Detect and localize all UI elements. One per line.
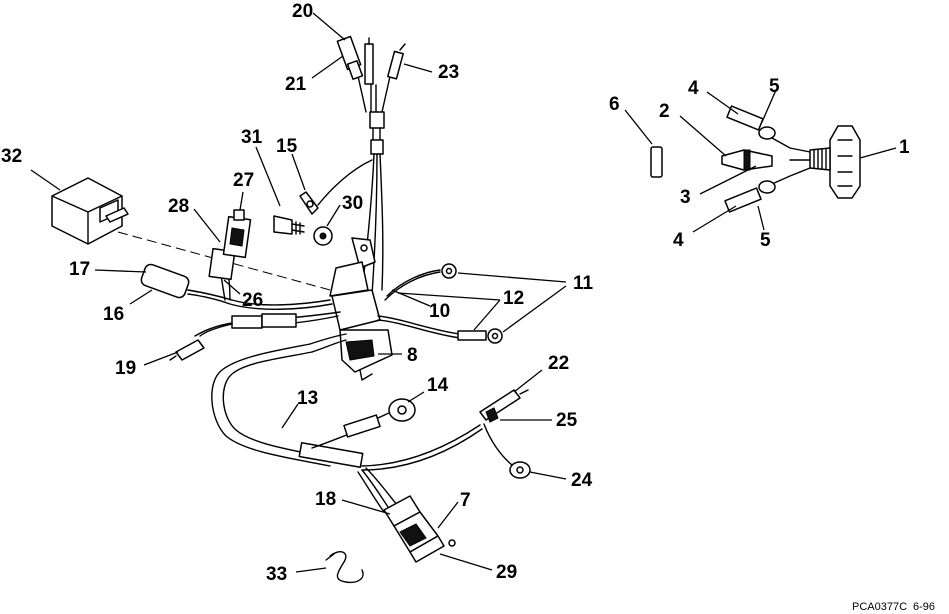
callout-labels: 1 2 3 4 4 5 5 6 7 8 10 11 12 13 14 15 16… xyxy=(1,1,910,585)
callout-18: 18 xyxy=(315,489,336,510)
callout-26: 26 xyxy=(242,290,263,311)
relay-32 xyxy=(51,177,129,245)
callout-16: 16 xyxy=(103,304,124,325)
callout-5-bottom: 5 xyxy=(760,230,771,251)
callout-4-top: 4 xyxy=(688,78,699,99)
callout-17: 17 xyxy=(69,259,90,280)
callout-32: 32 xyxy=(1,146,22,167)
callout-10: 10 xyxy=(429,301,450,322)
callout-2: 2 xyxy=(659,101,670,122)
callout-19: 19 xyxy=(115,358,136,379)
callout-22: 22 xyxy=(548,353,569,374)
terminal-block-8 xyxy=(329,237,393,381)
callout-30: 30 xyxy=(342,193,363,214)
callout-14: 14 xyxy=(427,375,449,396)
callout-23: 23 xyxy=(438,62,459,83)
connector-7 xyxy=(383,495,456,563)
main-harness-drawing xyxy=(51,35,531,584)
screw-31 xyxy=(273,215,305,235)
callout-7: 7 xyxy=(460,490,471,511)
callout-6: 6 xyxy=(609,94,620,115)
callout-1: 1 xyxy=(899,137,910,158)
figure-code: PCA0377C xyxy=(852,601,907,613)
callout-29: 29 xyxy=(496,562,517,583)
callout-12: 12 xyxy=(503,288,524,309)
leader-lines xyxy=(30,12,897,573)
callout-33: 33 xyxy=(266,564,287,585)
callout-13: 13 xyxy=(297,388,318,409)
callout-3: 3 xyxy=(680,187,691,208)
callout-20: 20 xyxy=(292,1,313,22)
washer-30 xyxy=(313,226,333,246)
callout-27: 27 xyxy=(233,170,254,191)
callout-31: 31 xyxy=(241,127,263,148)
connector-22 xyxy=(479,389,529,423)
callout-5-top: 5 xyxy=(769,76,780,97)
connector-23 xyxy=(364,37,406,85)
callout-11: 11 xyxy=(573,273,594,294)
figure-date: 6-96 xyxy=(913,601,935,613)
switch-1 xyxy=(809,125,861,199)
callout-15: 15 xyxy=(276,136,298,157)
callout-28: 28 xyxy=(168,196,189,217)
callout-21: 21 xyxy=(285,74,307,95)
callout-25: 25 xyxy=(556,410,578,431)
callout-4-bottom: 4 xyxy=(673,230,684,251)
callout-24: 24 xyxy=(571,470,593,491)
callout-8: 8 xyxy=(407,345,418,366)
